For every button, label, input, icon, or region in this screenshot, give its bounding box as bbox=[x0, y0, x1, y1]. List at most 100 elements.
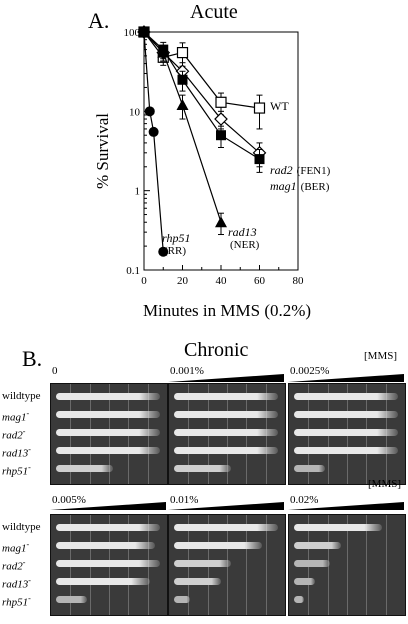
agar-plate bbox=[288, 514, 406, 616]
panel-b-letter: B. bbox=[22, 346, 43, 371]
series-rad2 bbox=[137, 25, 267, 168]
series-line bbox=[143, 31, 164, 252]
colony-streak bbox=[294, 560, 330, 567]
series-label-rhp51: rhp51(RR) bbox=[162, 231, 190, 257]
agar-plate bbox=[168, 514, 286, 616]
colony-streak bbox=[294, 596, 304, 603]
colony-streak bbox=[294, 524, 382, 531]
concentration-gradient-wedge bbox=[50, 502, 166, 510]
concentration-gradient-wedge bbox=[168, 502, 284, 510]
colony-streak bbox=[56, 393, 160, 400]
colony-streak bbox=[174, 542, 262, 549]
strain-label: rhp51- bbox=[2, 463, 31, 478]
strain-label: wildtype bbox=[2, 390, 41, 402]
series-line bbox=[143, 31, 222, 223]
x-tick-label: 80 bbox=[293, 275, 305, 287]
colony-streak bbox=[294, 393, 398, 400]
y-tick-label: 1 bbox=[135, 186, 141, 198]
series-label-mag1: mag1 (BER) bbox=[270, 179, 330, 193]
strain-label: wildtype bbox=[2, 521, 41, 533]
colony-streak bbox=[174, 578, 221, 585]
data-point bbox=[176, 46, 189, 59]
colony-streak bbox=[294, 465, 325, 472]
colony-streak bbox=[174, 429, 278, 436]
data-point bbox=[144, 106, 155, 117]
colony-streak bbox=[56, 465, 113, 472]
agar-plate bbox=[288, 383, 406, 485]
data-point bbox=[215, 216, 227, 228]
strain-label: rhp51- bbox=[2, 594, 31, 609]
x-tick-label: 40 bbox=[216, 275, 228, 287]
series-line bbox=[143, 31, 260, 109]
mms-label: [MMS] bbox=[364, 350, 398, 362]
series-rhp51 bbox=[139, 27, 169, 257]
strain-label: rad2- bbox=[2, 558, 26, 573]
data-point bbox=[139, 27, 149, 37]
series-WT bbox=[138, 26, 266, 130]
data-point bbox=[157, 46, 170, 58]
panel-a-title: Acute bbox=[190, 1, 238, 23]
plate-gridline bbox=[386, 515, 387, 615]
colony-streak bbox=[56, 596, 87, 603]
x-tick-label: 0 bbox=[141, 275, 147, 287]
colony-streak bbox=[294, 578, 315, 585]
data-point bbox=[158, 246, 169, 257]
colony-streak bbox=[174, 524, 278, 531]
data-point bbox=[216, 130, 226, 141]
colony-streak bbox=[56, 429, 160, 436]
concentration-gradient-wedge bbox=[288, 374, 404, 382]
colony-streak bbox=[174, 447, 278, 454]
series-name: rad2 bbox=[270, 163, 293, 177]
data-point bbox=[215, 96, 227, 108]
concentration-label: 0.001% bbox=[170, 365, 204, 377]
agar-plate bbox=[168, 383, 286, 485]
data-point bbox=[214, 112, 228, 126]
series-extra: (NER) bbox=[230, 239, 260, 251]
colony-streak bbox=[294, 429, 398, 436]
colony-streak bbox=[56, 447, 160, 454]
strain-label: rad2- bbox=[2, 427, 26, 442]
series-extra: (BER) bbox=[301, 181, 330, 193]
colony-streak bbox=[174, 411, 278, 418]
plate-gridline bbox=[347, 515, 348, 615]
data-point bbox=[177, 74, 188, 85]
panel-b-title: Chronic bbox=[184, 339, 249, 361]
series-mag1 bbox=[139, 27, 265, 173]
colony-streak bbox=[56, 578, 150, 585]
y-tick-label: 10 bbox=[129, 106, 141, 118]
data-point bbox=[176, 99, 189, 111]
concentration-label: 0.02% bbox=[290, 494, 319, 506]
x-tick-label: 60 bbox=[254, 275, 266, 287]
colony-streak bbox=[174, 393, 278, 400]
colony-streak bbox=[56, 524, 160, 531]
mms-label: [MMS] bbox=[368, 478, 402, 490]
y-axis-label: % Survival bbox=[93, 113, 112, 189]
concentration-label: 0.0025% bbox=[290, 365, 330, 377]
series-extra: (FEN1) bbox=[297, 165, 331, 177]
series-label-rad13: rad13(NER) bbox=[228, 225, 260, 251]
y-tick-label: 0.1 bbox=[126, 265, 140, 277]
data-point bbox=[253, 102, 266, 114]
series-label-rad2: rad2 (FEN1) bbox=[270, 163, 331, 177]
colony-streak bbox=[174, 560, 231, 567]
colony-streak bbox=[294, 542, 341, 549]
series-name: rhp51 bbox=[162, 231, 190, 245]
panel-a-letter: A. bbox=[88, 8, 110, 33]
series-name: mag1 bbox=[270, 179, 297, 193]
y-tick-label: 100 bbox=[124, 27, 141, 39]
x-tick-label: 20 bbox=[177, 275, 189, 287]
colony-streak bbox=[56, 411, 160, 418]
plate-gridline bbox=[366, 515, 367, 615]
data-point bbox=[254, 154, 265, 165]
strain-label: mag1- bbox=[2, 540, 30, 555]
colony-streak bbox=[56, 560, 160, 567]
data-point bbox=[148, 126, 159, 137]
agar-plate bbox=[50, 383, 168, 485]
series-name: WT bbox=[270, 99, 289, 113]
strain-label: mag1- bbox=[2, 409, 30, 424]
concentration-label: 0.005% bbox=[52, 494, 86, 506]
series-name: rad13 bbox=[228, 225, 257, 239]
colony-streak bbox=[56, 542, 155, 549]
